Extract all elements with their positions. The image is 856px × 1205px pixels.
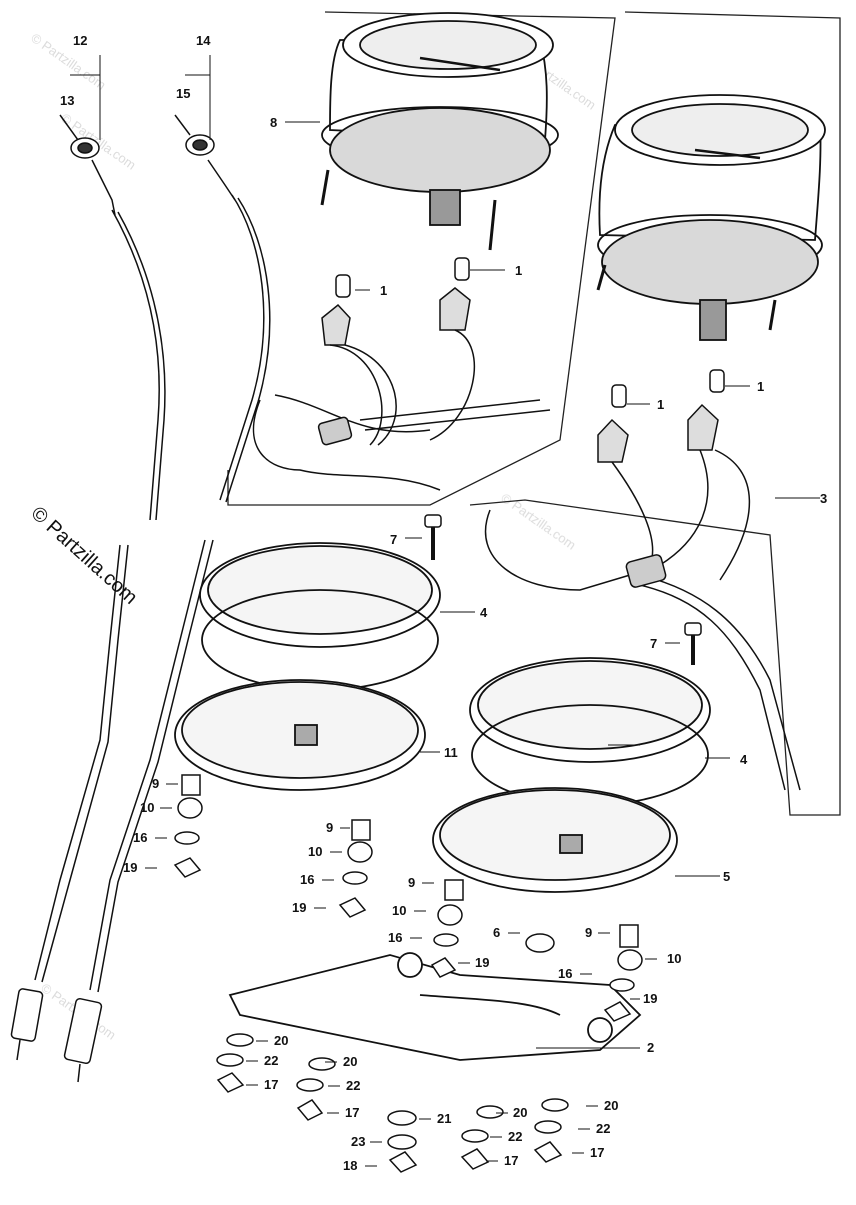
callout-9: 9 [585, 925, 592, 940]
callout-20: 20 [274, 1033, 288, 1048]
callout-22: 22 [508, 1129, 522, 1144]
callout-22: 22 [264, 1053, 278, 1068]
callout-4: 4 [740, 752, 748, 767]
watermark-text: © Partzilla.com [58, 110, 138, 173]
callout-15: 15 [176, 86, 190, 101]
callout-17: 17 [590, 1145, 604, 1160]
callout-23: 23 [351, 1134, 365, 1149]
callout-7: 7 [650, 636, 657, 651]
tachometer-assembly [596, 94, 826, 341]
assembly-boundaries [227, 11, 841, 816]
callout-19: 19 [123, 860, 137, 875]
callout-5: 5 [723, 869, 730, 884]
callout-1: 1 [757, 379, 764, 394]
right-bulb-harness [484, 369, 801, 791]
callout-22: 22 [596, 1121, 610, 1136]
callout-14: 14 [196, 33, 211, 48]
callout-11: 11 [444, 745, 458, 760]
callout-17: 17 [345, 1105, 359, 1120]
callout-10: 10 [392, 903, 406, 918]
meter-cup-11 [174, 679, 426, 791]
speedometer-cable [10, 114, 166, 1061]
callout-10: 10 [308, 844, 322, 859]
callout-19: 19 [643, 991, 657, 1006]
callout-16: 16 [133, 830, 147, 845]
watermark-text: © Partzilla.com [28, 30, 108, 93]
callout-8: 8 [270, 115, 277, 130]
speedometer-assembly [320, 12, 559, 251]
callout-17: 17 [504, 1153, 518, 1168]
callout-9: 9 [152, 776, 159, 791]
callout-13: 13 [60, 93, 74, 108]
callout-16: 16 [300, 872, 314, 887]
callout-9: 9 [326, 820, 333, 835]
callout-3: 3 [820, 491, 827, 506]
callout-16: 16 [388, 930, 402, 945]
callout-2: 2 [647, 1040, 654, 1055]
small-leaders [145, 783, 657, 1167]
callout-1: 1 [657, 397, 664, 412]
boundary-left-meter [227, 11, 616, 506]
callout-1: 1 [380, 283, 387, 298]
callout-4: 4 [480, 605, 488, 620]
callout-12: 12 [73, 33, 87, 48]
callout-10: 10 [667, 951, 681, 966]
meter-case-left [199, 542, 441, 691]
meter-cup-5 [432, 787, 678, 893]
callout-22: 22 [346, 1078, 360, 1093]
callout-10: 10 [140, 800, 154, 815]
callout-20: 20 [343, 1054, 357, 1069]
callout-18: 18 [343, 1158, 357, 1173]
tachometer-cable [63, 114, 271, 1083]
callout-1: 1 [515, 263, 522, 278]
callout-6: 6 [493, 925, 500, 940]
hardware-parts [173, 514, 702, 1173]
callout-21: 21 [437, 1111, 451, 1126]
callout-20: 20 [513, 1105, 527, 1120]
callout-leaders [70, 55, 820, 1049]
boundary-right-meter [469, 11, 841, 816]
left-bulb-harness [252, 257, 551, 491]
watermark-text: © Partzilla.com [498, 490, 578, 553]
meter-bracket [228, 952, 642, 1061]
callout-19: 19 [475, 955, 489, 970]
callout-17: 17 [264, 1077, 278, 1092]
callout-16: 16 [558, 966, 572, 981]
callout-7: 7 [390, 532, 397, 547]
callout-9: 9 [408, 875, 415, 890]
meter-case-right [469, 657, 711, 806]
side-watermark: © Partzilla.com [27, 502, 142, 609]
callout-labels: 12 13 14 15 8 1 1 1 1 3 7 4 7 4 11 5 9 1… [60, 33, 827, 1173]
callout-19: 19 [292, 900, 306, 915]
callout-20: 20 [604, 1098, 618, 1113]
